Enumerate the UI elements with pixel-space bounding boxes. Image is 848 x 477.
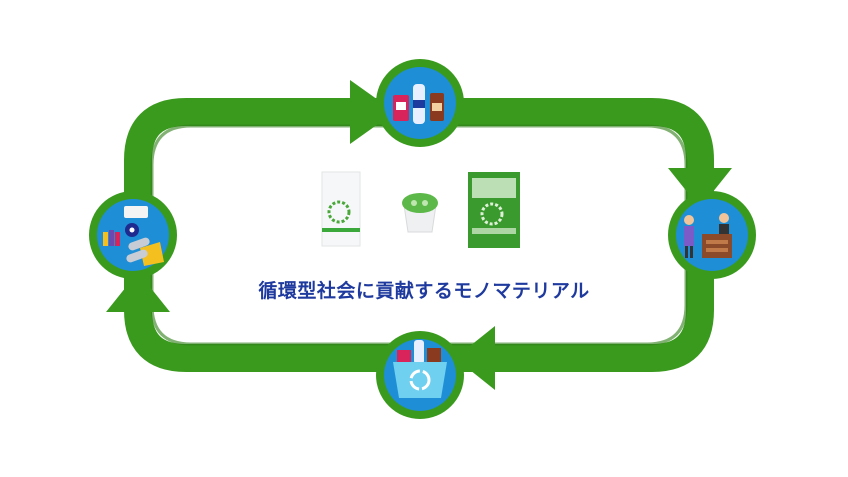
white-pouch-image <box>321 171 361 247</box>
arrow-up-icon <box>106 272 170 312</box>
cup-container-image <box>402 193 438 233</box>
loop-band <box>124 98 714 372</box>
mono-material-products <box>321 171 520 248</box>
stage-products <box>376 59 464 147</box>
arrow-right-icon <box>350 80 395 144</box>
films-inks-rolls-icon <box>103 206 164 266</box>
stage-materials <box>89 191 177 279</box>
arrow-down-icon <box>668 168 732 208</box>
green-pouch-image <box>468 172 520 248</box>
diagram-title: 循環型社会に貢献するモノマテリアル <box>258 280 590 302</box>
arrow-left-icon <box>455 326 495 390</box>
recycle-bin-icon <box>393 340 447 398</box>
shop-counter-icon <box>684 213 732 258</box>
stage-recycling <box>376 331 464 419</box>
stage-retail <box>668 191 756 279</box>
drinks-food-packaging-icon <box>393 84 444 124</box>
